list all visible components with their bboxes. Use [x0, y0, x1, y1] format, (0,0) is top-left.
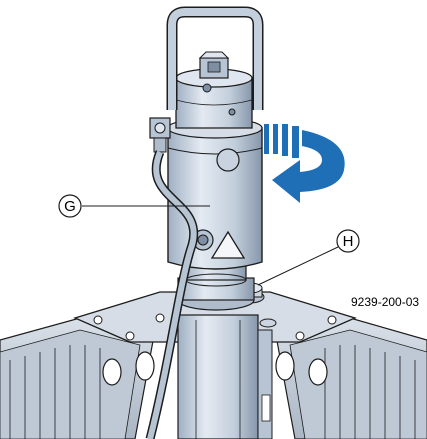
base-frame [0, 291, 427, 439]
callout-g-label: G [64, 198, 76, 215]
callout-h: H [257, 229, 360, 286]
torque-tool [145, 6, 264, 439]
rotation-arrow-icon [264, 124, 345, 203]
warning-triangle-icon [210, 230, 246, 259]
reference-number: 9239-200-03 [351, 295, 419, 309]
callout-h-label: H [343, 233, 354, 250]
callout-g: G [58, 194, 210, 218]
